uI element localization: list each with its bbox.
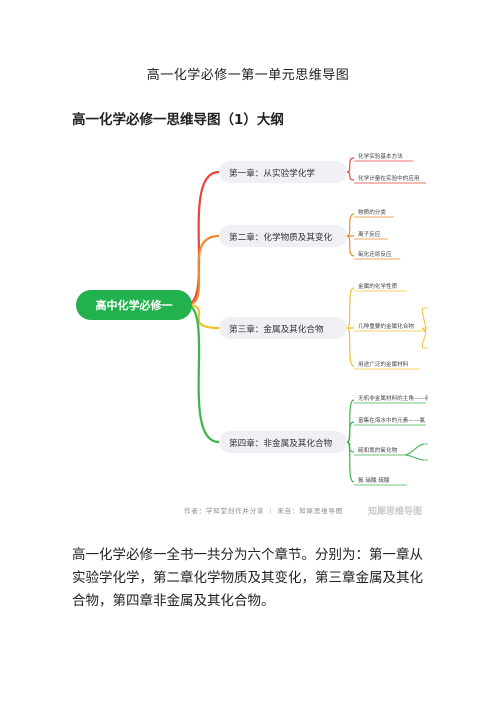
topic-label: 物质的分类 xyxy=(358,208,386,216)
topic-label: 几种重要的金属化合物 xyxy=(358,322,414,330)
topic-label: 离子反应 xyxy=(358,230,381,238)
document-title: 高一化学必修一第一单元思维导图 xyxy=(146,68,350,83)
topic-connector xyxy=(346,399,355,443)
chapter-label: 第一章：从实验学化学 xyxy=(229,167,315,179)
topic-label: 化学计量在实验中的应用 xyxy=(358,174,420,182)
topic-connector xyxy=(346,235,355,257)
branch-connector xyxy=(185,234,220,307)
section-heading: 高一化学必修一思维导图（1）大纲 xyxy=(72,112,284,128)
root-label: 高中化学必修一 xyxy=(96,298,173,312)
branch-connector xyxy=(185,170,220,307)
sub-connector xyxy=(404,454,425,461)
topic-connector xyxy=(346,171,355,181)
paragraph: 高一化学必修一全书一共分为六个章节。分别为：第一章从实验学化学，第二章化学物质及… xyxy=(72,547,423,609)
topic-label: 氧化还原反应 xyxy=(358,250,392,258)
mindmap-footer: 作者：学知堂创作并分享 ｜ 来自：知犀思维导图 xyxy=(184,506,343,515)
topic-label: 氨 硝酸 硫酸 xyxy=(358,476,390,484)
chapter-node: 第一章：从实验学化学 xyxy=(219,161,347,183)
topic-connector xyxy=(346,441,355,483)
topic-connector xyxy=(346,287,355,329)
chapter-label: 第三章：金属及其化合物 xyxy=(229,323,324,335)
topic-connector xyxy=(346,327,355,367)
topic-connector xyxy=(346,213,355,237)
mindmap: 第一章：从实验学化学 化学实验基本方法化学计量在实验中的应用第二章：化学物质及其变… xyxy=(66,130,428,526)
topic-label: 硫和氮的氧化物 xyxy=(358,446,398,454)
chapter-node: 第三章：金属及其化合物 xyxy=(219,317,347,339)
chapter-label: 第二章：化学物质及其变化 xyxy=(229,231,333,243)
topic-label: 无机非金属材料的主角——硅 xyxy=(358,394,428,402)
topic-label: 化学实验基本方法 xyxy=(358,152,403,160)
branch-connector xyxy=(185,303,220,444)
topic-connector xyxy=(346,421,355,443)
topic-label: 用途广泛的金属材料 xyxy=(358,360,409,368)
root-node: 高中化学必修一 xyxy=(76,290,192,320)
mindmap-watermark: 知犀思维导图 xyxy=(367,505,422,517)
chapter-node: 第二章：化学物质及其变化 xyxy=(219,225,347,247)
branch-connector xyxy=(185,303,220,330)
topic-label: 金属的化学性质 xyxy=(358,282,398,290)
sub-connector xyxy=(421,330,427,349)
topic-label: 富集在海水中的元素——氯 xyxy=(358,416,426,424)
chapter-label: 第四章：非金属及其化合物 xyxy=(229,437,333,449)
chapter-node: 第四章：非金属及其化合物 xyxy=(219,431,347,453)
